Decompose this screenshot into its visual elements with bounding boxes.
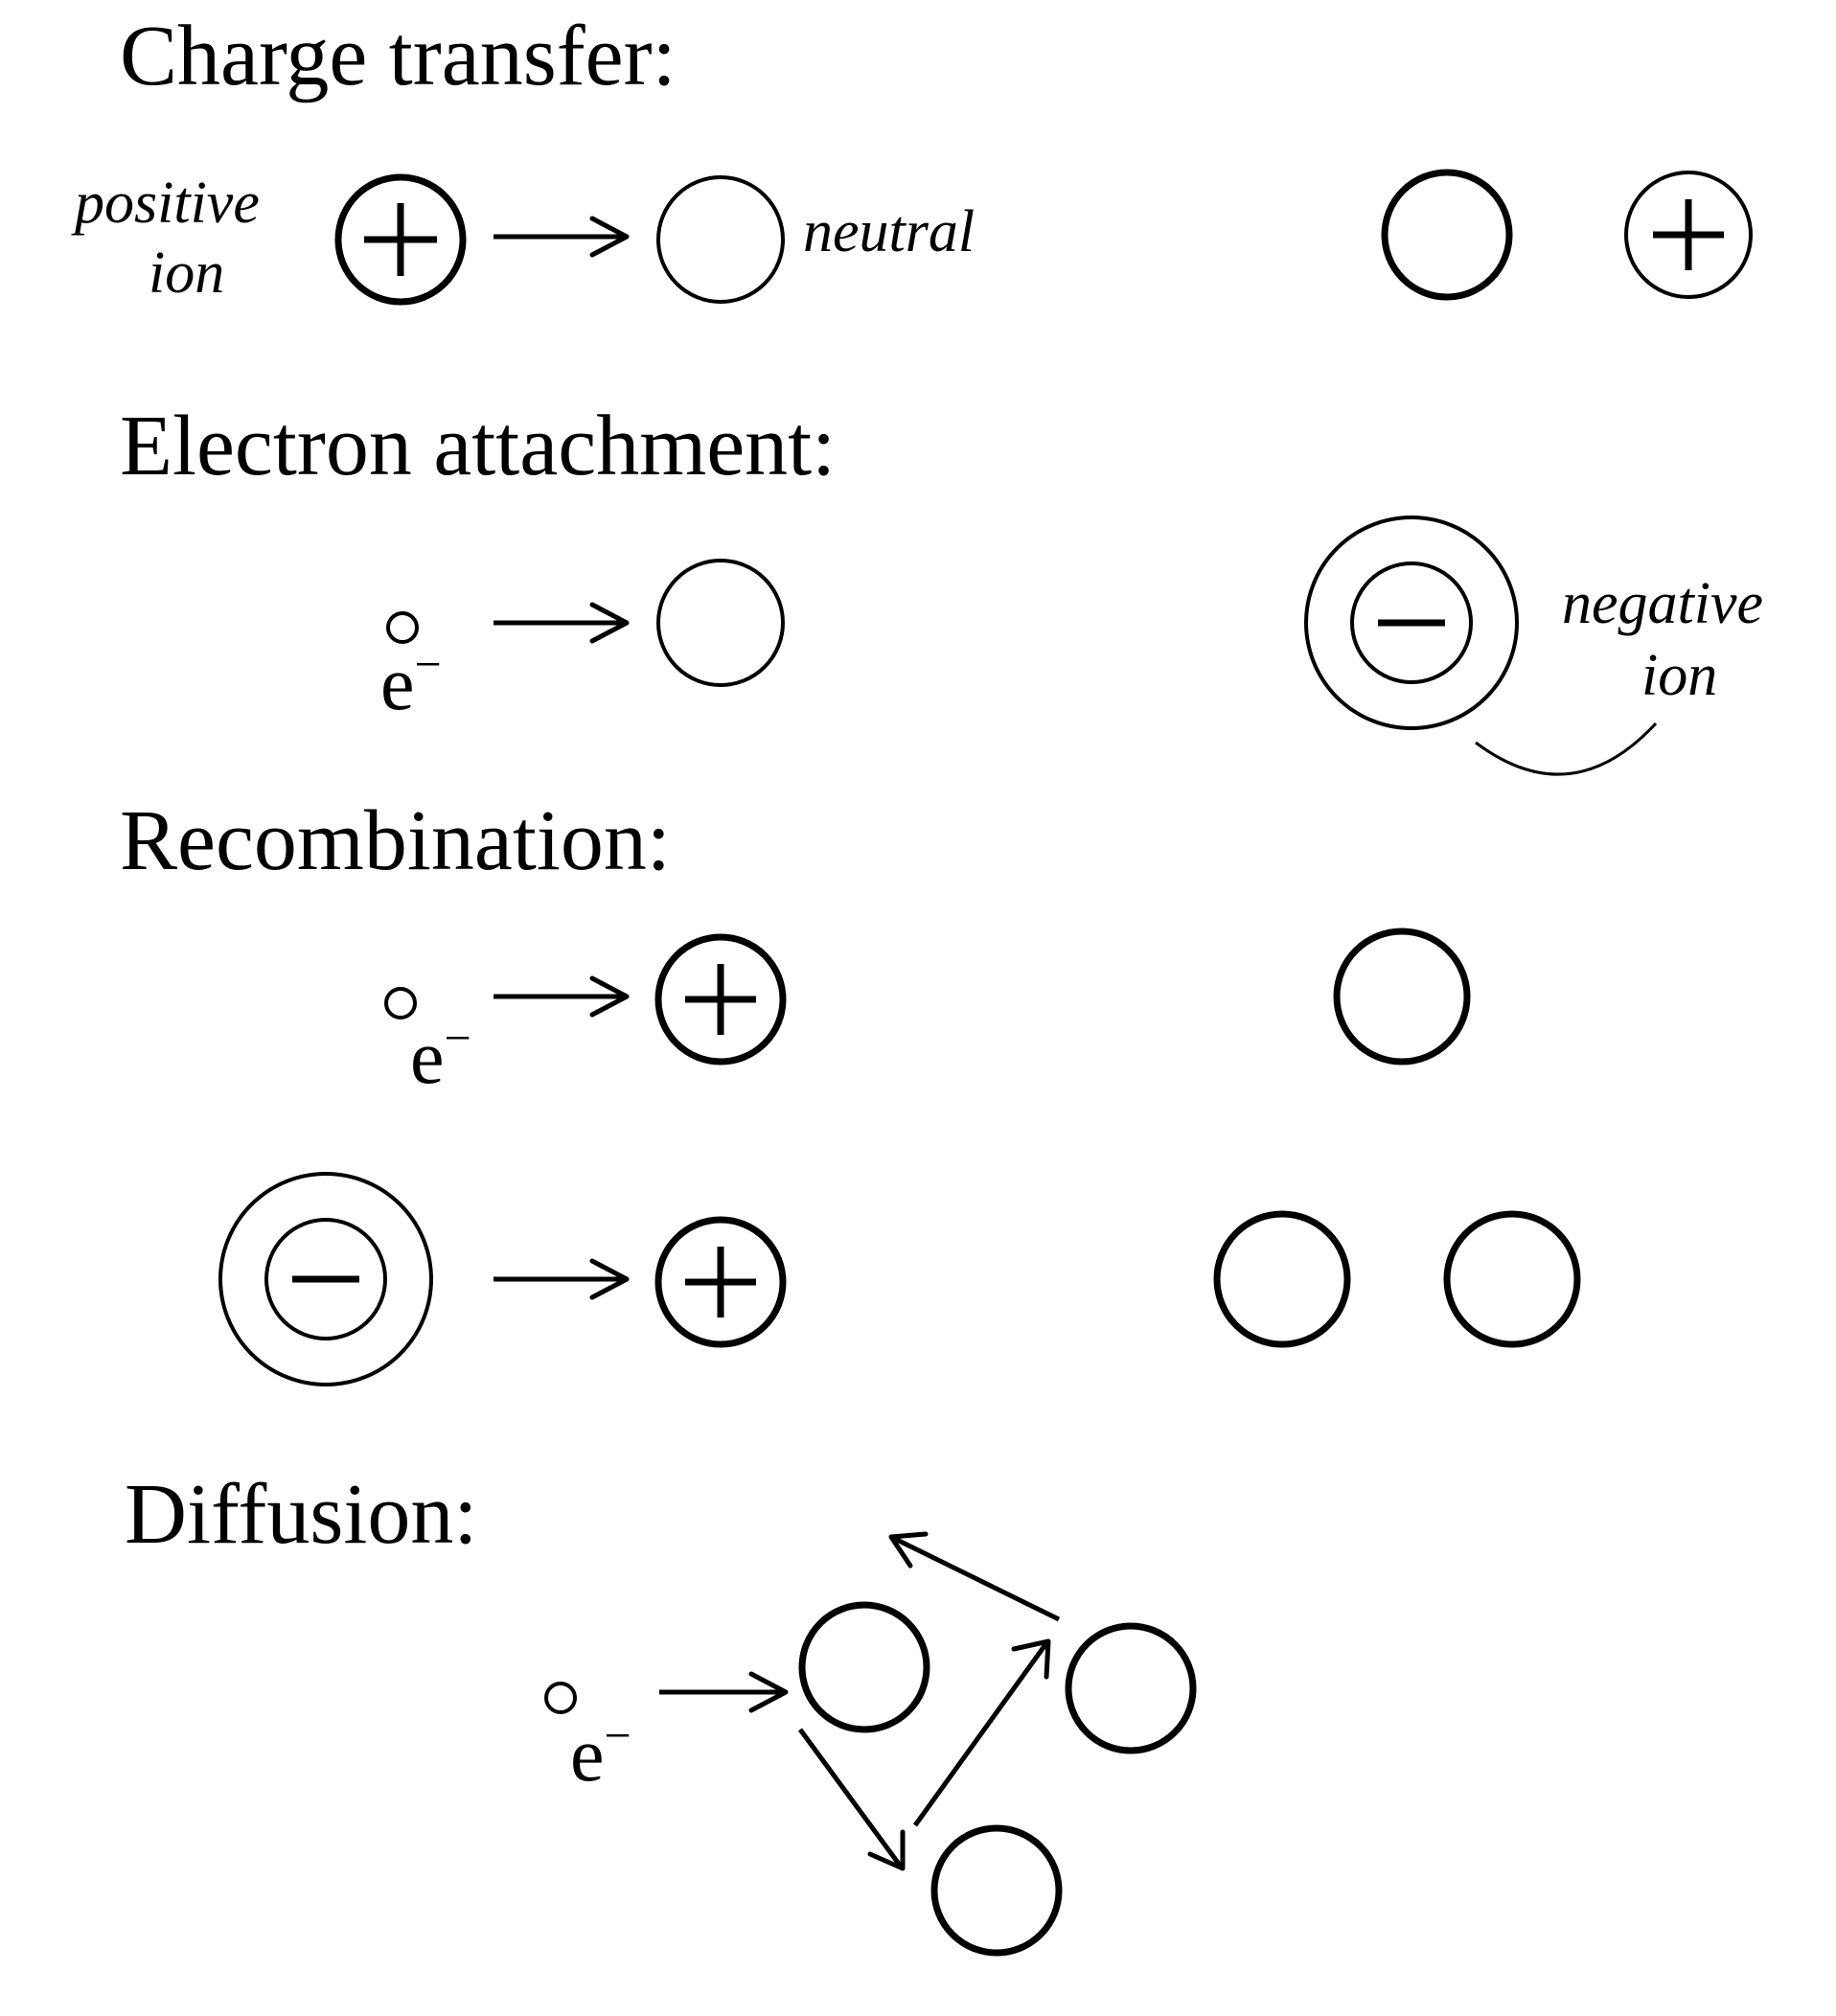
negative-ion-product <box>1304 515 1519 730</box>
heading-electron-attachment: Electron attachment: <box>120 399 836 493</box>
electron-charge-symbol: − <box>415 637 442 691</box>
arrow-electron-attachment <box>493 602 630 644</box>
positive-ion-recombination <box>654 933 787 1065</box>
arrow-diffusion-back <box>888 1531 1061 1622</box>
label-negative-ion-line1: negative <box>1562 571 1763 636</box>
neutral-particle <box>656 175 785 304</box>
electron-symbol-recombination: e <box>410 1016 445 1100</box>
electron-particle-diffusion: e− <box>544 1682 631 1798</box>
svg-text:e−: e− <box>570 1708 631 1798</box>
svg-text:e−: e− <box>380 637 442 726</box>
svg-text:e−: e− <box>410 1011 471 1100</box>
negative-ion-leader-line <box>1475 722 1658 776</box>
label-positive-ion-line1: positive <box>71 171 260 236</box>
neutral-particle-attachment <box>656 559 785 687</box>
label-positive-ion-line2: ion <box>149 241 224 306</box>
negative-ion-recombination <box>218 1172 433 1386</box>
neutral-product-recombination-b <box>1443 1210 1581 1348</box>
neutral-particle-diffusion-2 <box>1065 1622 1197 1754</box>
electron-symbol-diffusion: e <box>570 1713 605 1798</box>
electron-charge-symbol-diffusion: − <box>605 1708 631 1762</box>
heading-diffusion: Diffusion: <box>125 1467 477 1562</box>
arrow-charge-transfer <box>493 216 630 258</box>
arrow-diffusion-up <box>912 1638 1051 1827</box>
electron-charge-symbol-recombination: − <box>445 1011 471 1065</box>
arrow-recombination-electron <box>493 975 630 1018</box>
heading-recombination: Recombination: <box>120 793 671 888</box>
electron-particle-recombination: e− <box>384 987 471 1100</box>
label-neutral: neutral <box>803 199 975 264</box>
arrow-diffusion-in <box>659 1671 789 1713</box>
label-negative-ion-line2: ion <box>1641 643 1717 708</box>
arrow-diffusion-down <box>797 1728 906 1871</box>
heading-charge-transfer: Charge transfer: <box>120 9 677 103</box>
positive-ion-particle <box>334 173 467 306</box>
arrow-recombination-ion <box>493 1258 630 1300</box>
neutral-particle-diffusion-3 <box>930 1824 1063 1957</box>
neutral-product-recombination <box>1333 928 1471 1065</box>
positive-ion-product <box>1624 171 1753 299</box>
positive-ion-recombination-2 <box>654 1216 787 1348</box>
electron-symbol: e <box>380 642 415 726</box>
neutral-particle-diffusion-1 <box>798 1601 930 1733</box>
neutral-product-recombination-a <box>1213 1210 1351 1348</box>
electron-particle: e− <box>380 611 442 726</box>
neutral-product <box>1381 169 1513 301</box>
